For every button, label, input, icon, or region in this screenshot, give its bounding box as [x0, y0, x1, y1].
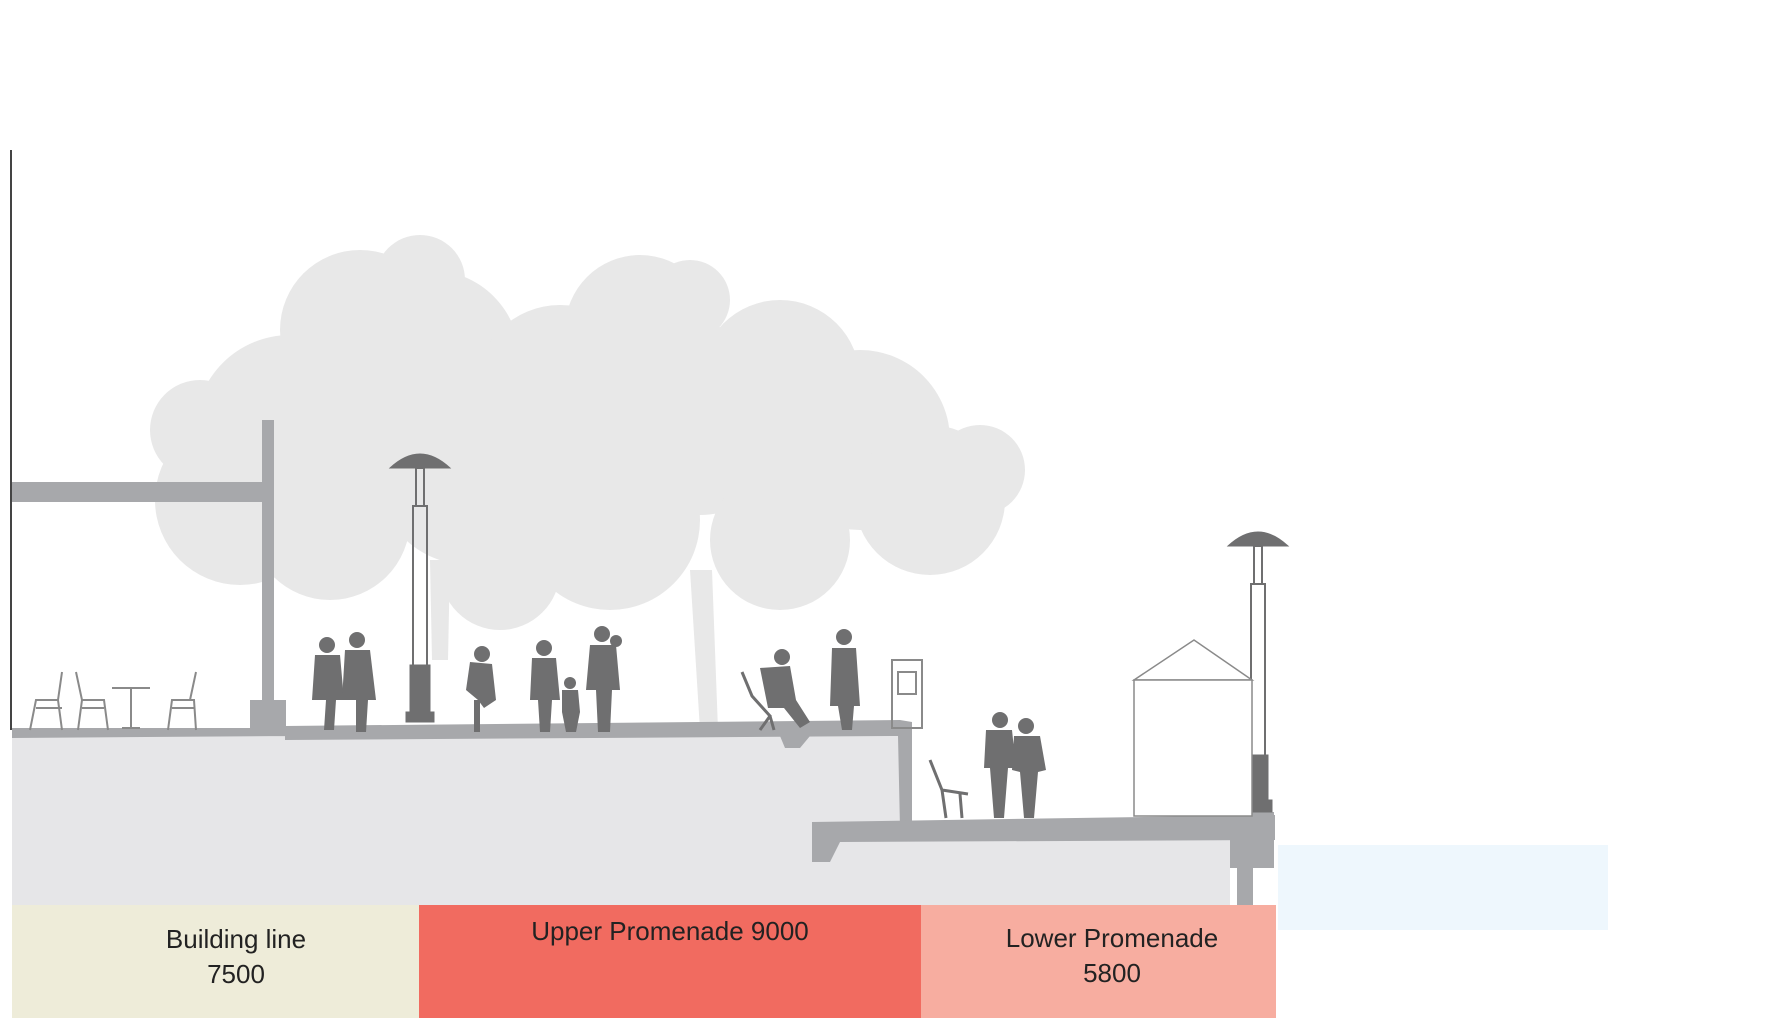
- pedestrian-icon: [984, 712, 1046, 818]
- kiosk-icon: [1131, 639, 1255, 817]
- zone-label-upper-promenade: Upper Promenade 9000: [531, 916, 809, 946]
- upper-walkway-edge: [12, 720, 912, 828]
- zone-label-building-line: Building line: [166, 924, 306, 954]
- upper-ground: [12, 730, 1230, 905]
- cafe-chair-icon: [29, 671, 197, 731]
- tree-canopy-icon: [150, 235, 1025, 730]
- bench-icon: [740, 671, 776, 731]
- building-frame: [10, 150, 286, 730]
- cyclist-icon: [466, 646, 496, 732]
- upper-step: [780, 736, 810, 748]
- zone-band-upper: [419, 905, 921, 1018]
- street-lamp-icon: [388, 453, 452, 723]
- zone-label-building-width: 7500: [207, 959, 265, 989]
- lower-promenade-slab: [812, 812, 1275, 908]
- pedestrian-icon: [530, 626, 622, 732]
- pedestrian-icon: [760, 629, 860, 730]
- zone-label-lower-width: 5800: [1083, 958, 1141, 988]
- street-lamp-icon: [1226, 531, 1290, 813]
- bench-icon: [928, 759, 969, 819]
- pedestrian-icon: [312, 632, 376, 732]
- zone-band-building: [12, 905, 419, 1018]
- zone-band-lower: [921, 905, 1276, 1018]
- water: [1278, 845, 1608, 930]
- kiosk-icon: [891, 659, 923, 729]
- zone-label-lower-promenade: Lower Promenade: [1006, 923, 1218, 953]
